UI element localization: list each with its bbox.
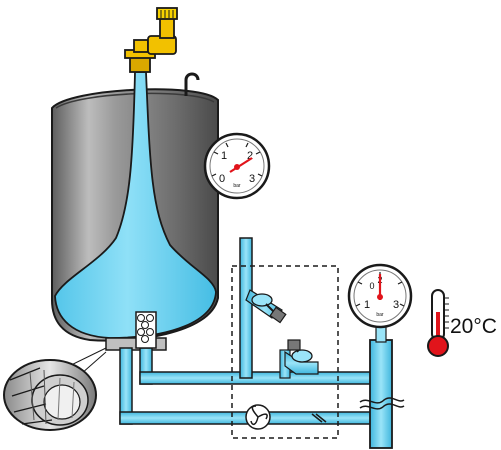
tank-gauge-unit: bar — [233, 183, 241, 189]
pipe-gauge-unit: bar — [376, 312, 384, 318]
pipe-pressure-gauge: 0 1 2 3 bar — [347, 263, 413, 329]
tank-gauge-mark-3: 3 — [249, 173, 255, 185]
thermometer-icon — [427, 289, 449, 357]
stop-valve-lower — [287, 339, 313, 363]
stop-valve-upper — [251, 293, 287, 324]
air-vent-valve — [124, 7, 178, 73]
strainer-ring-detail — [3, 359, 97, 431]
tank-gauge-mark-2: 2 — [247, 150, 253, 162]
strainer-basket — [135, 311, 157, 349]
pipe-gauge-mark-1: 1 — [364, 299, 370, 311]
pipe-gauge-mark-3: 3 — [393, 299, 399, 311]
temperature-label: 20°C — [450, 315, 497, 338]
circulation-pump — [245, 404, 271, 430]
check-valve — [311, 413, 327, 423]
pipe-gauge-mark-0: 0 — [369, 281, 374, 291]
tank-gauge-needle — [229, 157, 253, 173]
tank-pressure-gauge: 0 1 2 3 bar — [203, 132, 271, 200]
tank-gauge-mark-0: 0 — [219, 173, 225, 185]
pump-group-box — [231, 265, 339, 439]
tank-gauge-mark-1: 1 — [221, 150, 227, 162]
